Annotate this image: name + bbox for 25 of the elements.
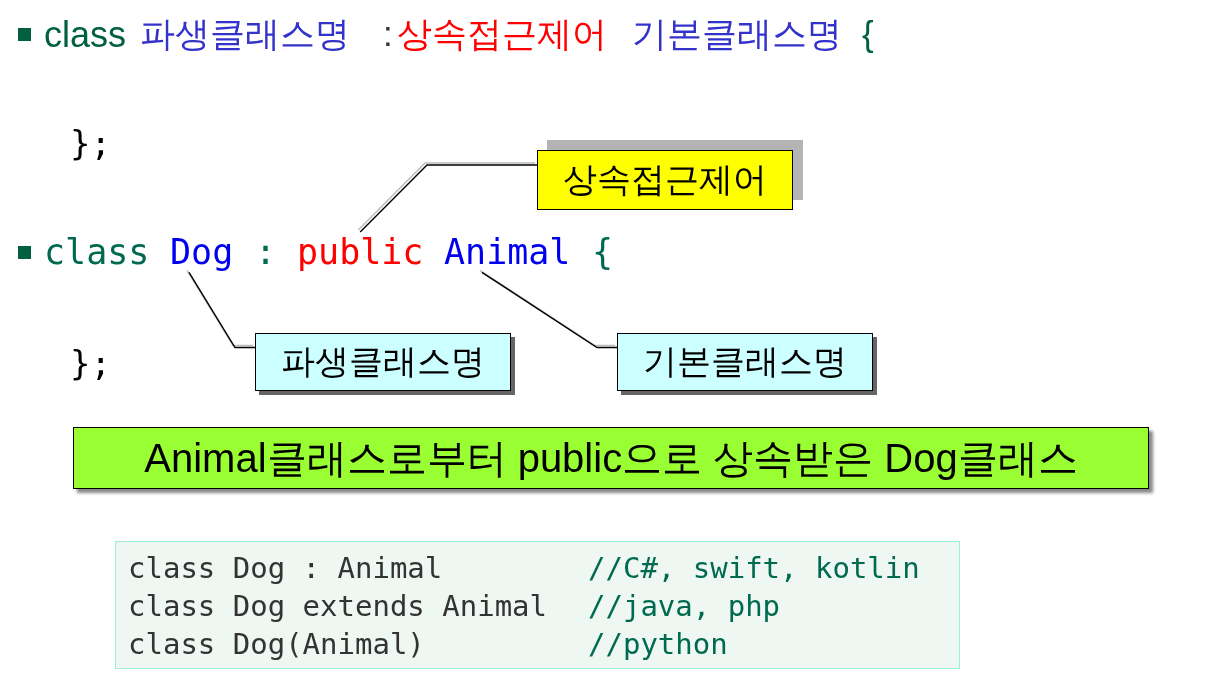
code-text: 상속접근제어 (397, 14, 607, 55)
code-text: 파생클래스명 (140, 14, 350, 55)
code-text: { (862, 14, 874, 55)
code-text: { (592, 232, 614, 273)
code-text: }; (70, 344, 111, 384)
code-word: Dog (170, 232, 234, 273)
summary-box: Animal클래스로부터 public으로 상속받은 Dog클래스 (73, 427, 1149, 489)
code-text: 기본클래스명 (632, 14, 842, 55)
code-text: : (383, 14, 393, 55)
leader-line (481, 271, 618, 349)
code-word: public (297, 232, 424, 273)
code-text: : (255, 232, 277, 273)
code-word: Animal (444, 232, 571, 273)
code-box (115, 541, 960, 669)
code-text: class (44, 232, 150, 273)
code-comment: //java, php (588, 590, 781, 624)
leader-line (359, 164, 538, 233)
leader-line (188, 271, 256, 349)
code-line: class Dog extends Animal (128, 590, 548, 624)
code-line: class Dog : Animal (128, 552, 443, 586)
code-comment: //python (588, 628, 728, 662)
code-text: class (44, 14, 127, 56)
code-text: }; (70, 124, 111, 164)
code-comment: //C#, swift, kotlin (588, 552, 920, 586)
code-line: class Dog(Animal) (128, 628, 425, 662)
